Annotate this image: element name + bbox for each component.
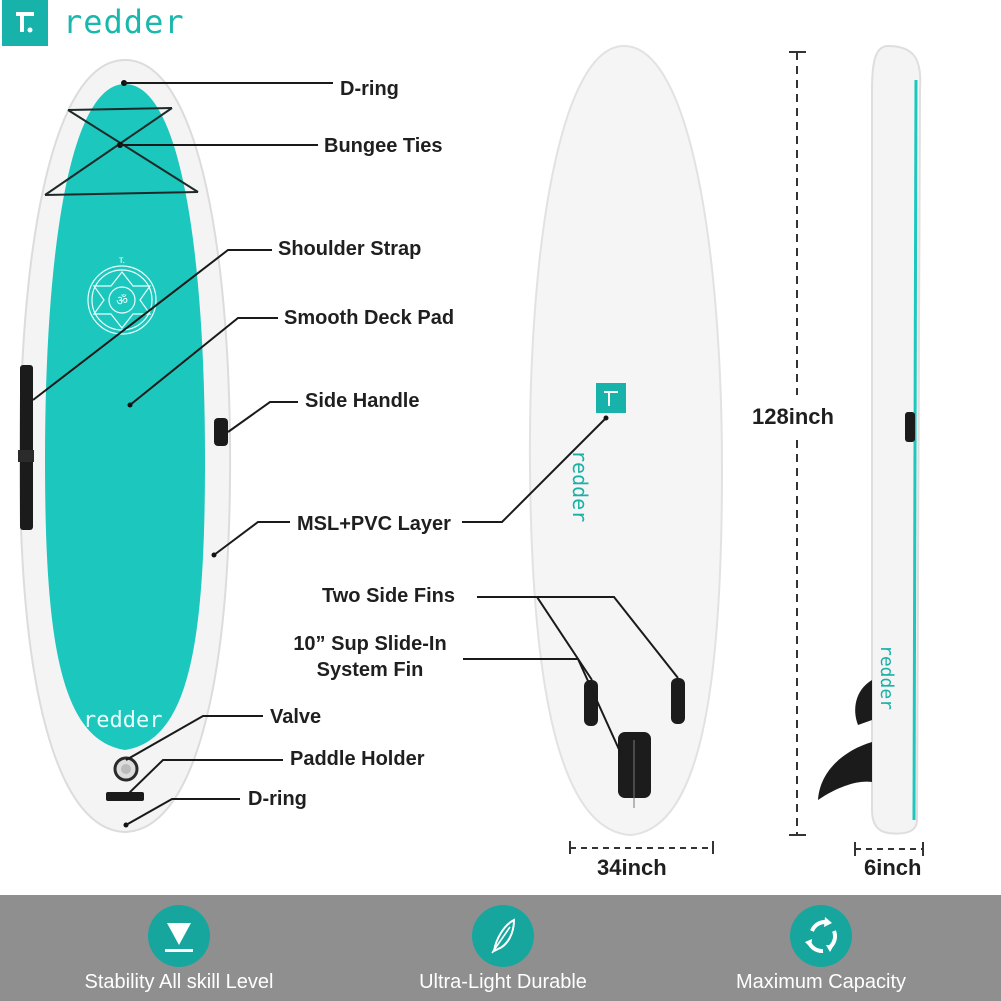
om-mandala-icon [87, 265, 157, 335]
callout-valve: Valve [270, 706, 322, 728]
top-view-board: ॐ т. [18, 58, 232, 834]
redder-r-logo-icon [16, 12, 34, 33]
svg-text:т.: т. [119, 255, 125, 266]
dimension-lines [569, 51, 924, 856]
feature-ultra-light: Ultra-Light Durable [353, 895, 653, 1001]
circular-arrows-icon [790, 905, 852, 967]
dimension-width: 34inch [597, 855, 667, 880]
brand-wordmark: redder [63, 3, 185, 41]
feature-stability: Stability All skill Level [29, 895, 329, 1001]
side-view-board [818, 44, 922, 835]
deck-brand-text: redder [83, 708, 163, 733]
feature-band: Stability All skill Level Ultra-Light Du… [0, 895, 1001, 1001]
feature-capacity: Maximum Capacity [671, 895, 971, 1001]
callout-d-ring-top: D-ring [340, 78, 399, 100]
callout-lines [32, 82, 679, 826]
callout-center-fin-line1: 10” Sup Slide-In [293, 633, 447, 655]
feather-icon [472, 905, 534, 967]
sup-board-illustration: ॐ т. [18, 44, 924, 856]
callout-smooth-deck-pad: Smooth Deck Pad [284, 307, 455, 329]
callout-msl-pvc-layer: MSL+PVC Layer [297, 513, 451, 535]
callout-shoulder-strap: Shoulder Strap [278, 238, 422, 260]
callout-center-fin: 10” Sup Slide-In System Fin [282, 631, 458, 683]
callout-paddle-holder: Paddle Holder [290, 748, 425, 770]
callout-side-handle: Side Handle [305, 390, 420, 412]
dimension-length: 128inch [752, 404, 834, 429]
svg-text:ॐ: ॐ [116, 293, 128, 308]
bottom-brand-text: redder [568, 450, 592, 523]
feature-stability-label: Stability All skill Level [84, 971, 274, 993]
dimension-thickness: 6inch [864, 855, 922, 880]
callout-d-ring-tail: D-ring [248, 788, 307, 810]
feature-ultra-light-label: Ultra-Light Durable [419, 971, 587, 993]
stability-triangle-icon [148, 905, 210, 967]
bottom-view-board [528, 44, 724, 837]
callout-center-fin-line2: System Fin [316, 659, 424, 681]
feature-capacity-label: Maximum Capacity [735, 971, 907, 993]
callout-bungee-ties: Bungee Ties [324, 135, 443, 157]
brand-logo-icon [2, 0, 48, 46]
callout-two-side-fins: Two Side Fins [322, 585, 455, 607]
side-brand-text: redder [876, 645, 897, 711]
